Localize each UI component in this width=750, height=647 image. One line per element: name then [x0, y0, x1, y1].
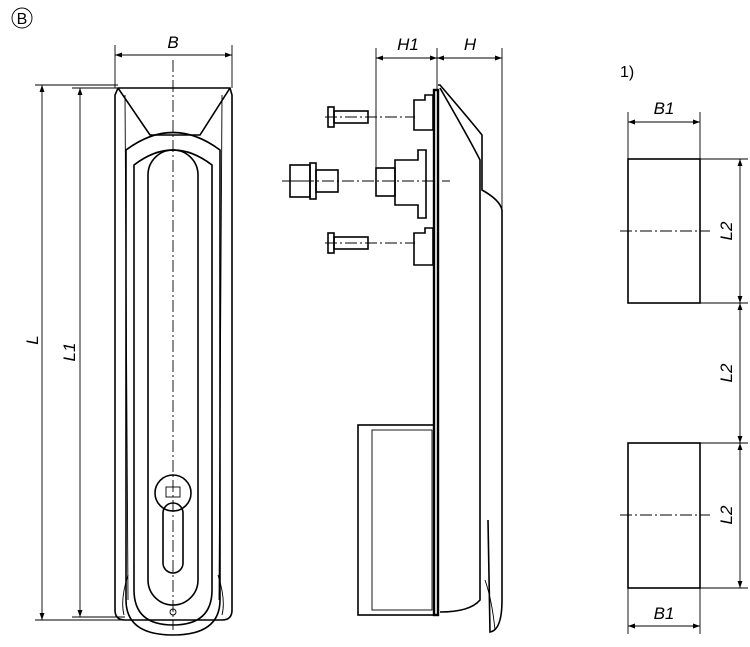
dim-l2-label-1: L2 [717, 221, 736, 240]
insert-view: 1) B1 B1 L2 L2 L2 [620, 64, 748, 634]
dim-h-label: H [464, 35, 477, 54]
dim-b1-top-label: B1 [654, 99, 675, 118]
view-marker: B [11, 7, 33, 29]
dim-l2-label-2: L2 [717, 363, 736, 382]
side-view: H1 H [282, 35, 503, 633]
dim-b1-bottom-label: B1 [654, 604, 675, 623]
insert-bottom [627, 442, 701, 589]
front-view: B L L1 [23, 33, 233, 636]
svg-text:B: B [17, 11, 28, 28]
dim-l2-label-3: L2 [717, 505, 736, 524]
dim-h1-label: H1 [397, 35, 419, 54]
dim-l1-label: L1 [60, 343, 79, 362]
dim-b-label: B [167, 33, 178, 52]
dim-l-label: L [23, 335, 42, 344]
footnote-marker: 1) [620, 64, 634, 81]
